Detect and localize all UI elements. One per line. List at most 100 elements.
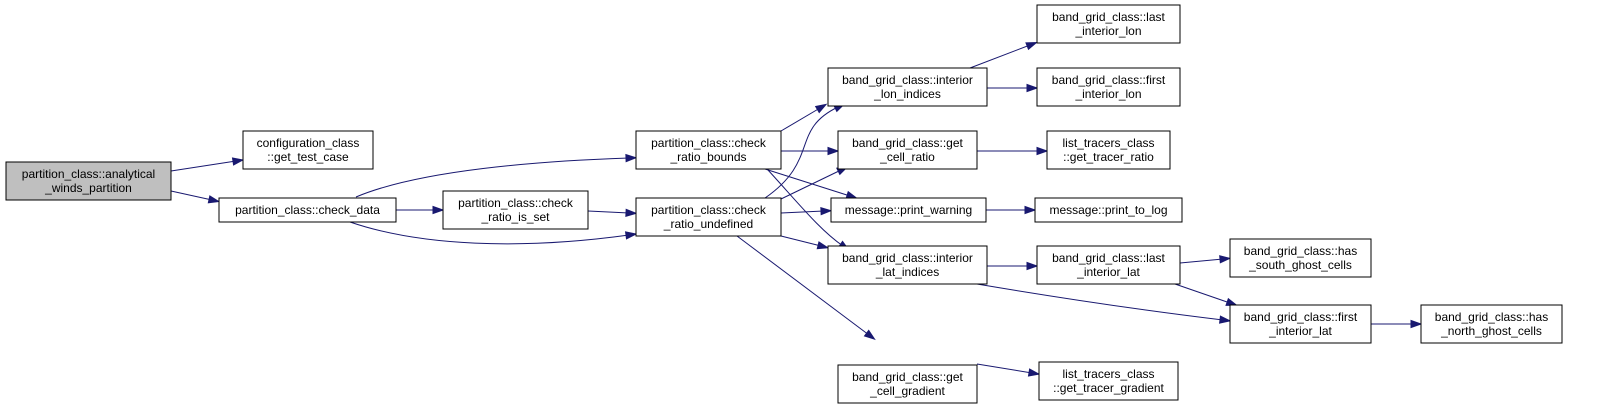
node-label-line: _interior_lat — [1076, 265, 1140, 279]
node-label-line: _south_ghost_cells — [1248, 258, 1352, 272]
edge-check_ratio_undefined-to-interior_lat_indices — [780, 235, 830, 250]
node-get-tracer-ratio[interactable]: list_tracers_class::get_tracer_ratio — [1046, 130, 1171, 170]
edge-analytical-to-get_test_case — [170, 157, 245, 172]
node-box — [1229, 238, 1372, 278]
edge-last_interior_lat-to-has_south_ghost_cells — [1179, 255, 1232, 264]
arrowhead-icon — [1025, 41, 1038, 51]
edge-check_ratio_undefined-to-get_cell_gradient — [736, 235, 876, 341]
node-interior-lat-indices[interactable]: band_grid_class::interior_lat_indices — [827, 245, 988, 285]
node-print-to-log[interactable]: message::print_to_log — [1034, 197, 1183, 223]
edge-check_ratio_is_set-to-check_ratio_undefined — [587, 208, 638, 218]
node-analytical[interactable]: partition_class::analytical_winds_partit… — [5, 161, 172, 201]
node-label-line: band_grid_class::last — [1052, 10, 1165, 24]
node-box — [1046, 130, 1171, 170]
node-label-line: _winds_partition — [44, 181, 132, 195]
node-label-line: ::get_tracer_ratio — [1063, 150, 1154, 164]
arrowhead-icon — [1410, 319, 1423, 329]
node-last-interior-lat[interactable]: band_grid_class::last_interior_lat — [1036, 245, 1181, 285]
edge-get_cell_gradient-to-get_tracer_gradient — [976, 363, 1041, 377]
edge-interior_lat_indices-to-first_interior_lat — [976, 283, 1232, 324]
edge-get_cell_ratio-to-get_tracer_ratio — [977, 146, 1049, 156]
node-get-test-case[interactable]: configuration_class::get_test_case — [242, 130, 374, 170]
arrowhead-icon — [1027, 368, 1041, 377]
edge-check_ratio_bounds-to-print_warning — [764, 168, 859, 199]
node-check-ratio-bounds[interactable]: partition_class::check_ratio_bounds — [635, 130, 782, 170]
node-has-north-ghost-cells[interactable]: band_grid_class::has_north_ghost_cells — [1420, 304, 1563, 344]
node-first-interior-lat[interactable]: band_grid_class::first_interior_lat — [1229, 304, 1372, 344]
node-get-cell-gradient[interactable]: band_grid_class::get_cell_gradient — [837, 364, 978, 404]
node-get-tracer-gradient[interactable]: list_tracers_class::get_tracer_gradient — [1038, 361, 1179, 401]
node-first-interior-lon[interactable]: band_grid_class::first_interior_lon — [1036, 67, 1181, 107]
node-label-line: list_tracers_class — [1062, 367, 1154, 381]
arrowhead-icon — [820, 206, 833, 216]
edge-check_ratio_undefined-to-print_warning — [780, 206, 833, 216]
edge-check_data-to-check_ratio_bounds — [355, 153, 638, 198]
node-box — [635, 130, 782, 170]
node-box — [830, 197, 987, 223]
node-box — [1420, 304, 1563, 344]
arrowhead-icon — [624, 231, 638, 240]
arrowhead-icon — [845, 190, 859, 199]
node-box — [827, 245, 988, 285]
node-label-line: band_grid_class::first — [1052, 73, 1166, 87]
node-label-line: _cell_ratio — [879, 150, 935, 164]
node-has-south-ghost-cells[interactable]: band_grid_class::has_south_ghost_cells — [1229, 238, 1372, 278]
node-box — [1038, 361, 1179, 401]
arrowhead-icon — [1026, 83, 1039, 93]
arrowhead-icon — [1036, 146, 1049, 156]
edge-interior_lon_indices-to-first_interior_lon — [987, 83, 1039, 93]
edge-check_ratio_bounds-to-get_cell_ratio — [781, 146, 840, 156]
node-check-ratio-is-set[interactable]: partition_class::check_ratio_is_set — [442, 190, 589, 230]
node-label-line: partition_class::check — [458, 196, 574, 210]
node-box — [1036, 245, 1181, 285]
node-label-line: band_grid_class::interior — [842, 251, 973, 265]
edge-first_interior_lat-to-has_north_ghost_cells — [1371, 319, 1423, 329]
arrowhead-icon — [207, 195, 221, 204]
arrowhead-icon — [1024, 205, 1037, 215]
node-interior-lon-indices[interactable]: band_grid_class::interior_lon_indices — [827, 67, 988, 107]
edge-check_data-to-check_ratio_is_set — [396, 205, 445, 215]
nodes-layer: partition_class::analytical_winds_partit… — [5, 4, 1563, 404]
node-box — [242, 130, 374, 170]
node-box — [1034, 197, 1183, 223]
node-box — [1036, 67, 1181, 107]
node-label-line: band_grid_class::has — [1435, 310, 1548, 324]
node-check-ratio-undefined[interactable]: partition_class::check_ratio_undefined — [635, 197, 782, 237]
node-label-line: _ratio_is_set — [480, 210, 550, 224]
node-label-line: _north_ghost_cells — [1440, 324, 1542, 338]
node-last-interior-lon[interactable]: band_grid_class::last_interior_lon — [1036, 4, 1181, 44]
arrowhead-icon — [432, 205, 445, 215]
node-box — [1036, 4, 1181, 44]
node-label-line: partition_class::check_data — [235, 203, 380, 217]
node-label-line: band_grid_class::has — [1244, 244, 1357, 258]
node-label-line: partition_class::check — [651, 203, 767, 217]
node-box — [635, 197, 782, 237]
node-label-line: band_grid_class::get — [852, 136, 963, 150]
arrowhead-icon — [1225, 297, 1239, 306]
node-get-cell-ratio[interactable]: band_grid_class::get_cell_ratio — [837, 130, 978, 170]
node-label-line: _lon_indices — [873, 87, 941, 101]
node-label-line: _interior_lon — [1074, 87, 1141, 101]
node-box — [827, 67, 988, 107]
node-check-data[interactable]: partition_class::check_data — [218, 197, 397, 223]
arrowhead-icon — [816, 241, 830, 250]
node-label-line: band_grid_class::interior — [842, 73, 973, 87]
arrowhead-icon — [625, 153, 638, 163]
arrowhead-icon — [231, 157, 245, 166]
node-label-line: partition_class::check — [651, 136, 767, 150]
node-label-line: band_grid_class::last — [1052, 251, 1165, 265]
edge-interior_lon_indices-to-last_interior_lon — [969, 41, 1038, 69]
node-label-line: configuration_class — [257, 136, 360, 150]
node-label-line: partition_class::analytical — [22, 167, 155, 181]
node-print-warning[interactable]: message::print_warning — [830, 197, 987, 223]
node-label-line: _lat_indices — [875, 265, 939, 279]
node-label-line: list_tracers_class — [1062, 136, 1154, 150]
node-label-line: _interior_lon — [1074, 24, 1141, 38]
edge-analytical-to-check_data — [170, 190, 221, 204]
arrowhead-icon — [827, 146, 840, 156]
node-box — [5, 161, 172, 201]
node-label-line: ::get_tracer_gradient — [1053, 381, 1164, 395]
edges-layer — [170, 41, 1423, 377]
node-label-line: _ratio_bounds — [669, 150, 746, 164]
